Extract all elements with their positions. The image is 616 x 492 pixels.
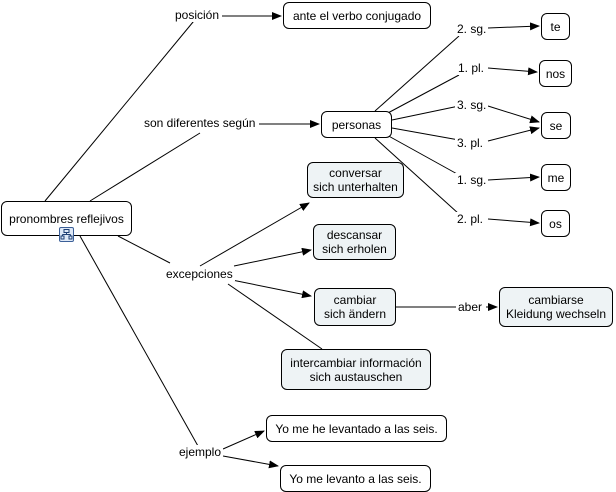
line-personas-3pl	[391, 127, 460, 141]
concept-ejemplo-2[interactable]: Yo me levanto a las seis.	[280, 465, 431, 492]
arrow-3pl-se	[487, 126, 540, 142]
link-aber[interactable]: aber	[456, 300, 485, 314]
link-3sg[interactable]: 3. sg.	[455, 98, 489, 112]
concept-map-resource-icon[interactable]	[59, 227, 74, 242]
concept-label: personas	[331, 117, 382, 132]
concept-label: Yo me levanto a las seis.	[289, 471, 422, 486]
concept-label-es: descansar	[326, 228, 383, 242]
concept-conversar[interactable]: conversar sich unterhalten	[307, 162, 404, 198]
arrow-1pl-nos	[487, 67, 538, 76]
concept-label-es: conversar	[329, 166, 382, 180]
link-1sg[interactable]: 1. sg.	[455, 173, 489, 187]
line-root-excepciones	[117, 235, 171, 264]
concept-cambiar[interactable]: cambiar sich ändern	[314, 288, 396, 326]
concept-me[interactable]: me	[541, 164, 571, 191]
link-2sg[interactable]: 2. sg.	[455, 22, 489, 36]
line-personas-2sg	[374, 35, 460, 112]
arrow-exc-descansar	[233, 247, 312, 267]
concept-label: Yo me he levantado a las seis.	[275, 421, 438, 436]
concept-label-de: Kleidung wechseln	[505, 307, 607, 321]
concept-label: me	[547, 170, 565, 185]
line-personas-3sg	[391, 105, 460, 121]
concept-label-de: sich unterhalten	[313, 180, 398, 194]
line-root-posicion	[44, 15, 199, 202]
concept-ejemplo-1[interactable]: Yo me he levantado a las seis.	[266, 415, 447, 442]
concept-label-de: sich erholen	[322, 242, 387, 256]
arrow-ejemplo-1	[222, 430, 265, 450]
line-personas-2pl	[374, 137, 460, 215]
line-personas-1pl	[385, 74, 460, 115]
concept-cambiarse[interactable]: cambiarse Kleidung wechseln	[499, 287, 613, 327]
link-1pl[interactable]: 1. pl.	[456, 61, 487, 75]
link-2pl[interactable]: 2. pl.	[455, 212, 486, 226]
arrow-exc-conversar	[199, 202, 310, 267]
concept-os[interactable]: os	[541, 210, 570, 237]
concept-label: os	[549, 216, 562, 231]
line-root-ejemplo	[79, 235, 199, 447]
concept-descansar[interactable]: descansar sich erholen	[313, 224, 396, 260]
link-ejemplo[interactable]: ejemplo	[177, 445, 224, 459]
link-son-diferentes[interactable]: son diferentes según	[142, 116, 258, 130]
arrow-2sg-te	[487, 22, 540, 31]
concept-label: pronombres reflejivos	[9, 211, 124, 226]
concept-pronombres-reflejivos[interactable]: pronombres reflejivos	[1, 201, 132, 236]
concept-label: nos	[545, 66, 566, 81]
concept-te[interactable]: te	[541, 13, 570, 40]
concept-label: se	[549, 118, 563, 133]
concept-label-es: cambiarse	[528, 293, 584, 307]
concept-nos[interactable]: nos	[539, 60, 572, 87]
concept-label-es: intercambiar información	[290, 355, 422, 370]
concept-personas[interactable]: personas	[321, 111, 392, 138]
concept-label-de: sich austauschen	[309, 369, 403, 384]
line-personas-1sg	[384, 133, 460, 176]
concept-label: ante el verbo conjugado	[292, 8, 422, 23]
concept-label-es: cambiar	[333, 293, 377, 307]
arrow-exc-cambiar	[231, 279, 312, 299]
concept-intercambiar[interactable]: intercambiar información sich austausche…	[281, 349, 431, 390]
line-exc-intercambiar	[227, 283, 323, 350]
concept-label-de: sich ändern	[323, 307, 387, 321]
arrow-2pl-os	[487, 218, 540, 227]
arrow-3sg-se	[487, 105, 540, 124]
arrow-ejemplo-2	[222, 455, 279, 469]
line-root-son	[89, 132, 201, 202]
concept-ante-el-verbo[interactable]: ante el verbo conjugado	[283, 2, 431, 29]
arrow-1sg-me	[487, 173, 540, 182]
concept-se[interactable]: se	[541, 112, 571, 139]
link-posicion[interactable]: posición	[173, 8, 222, 22]
link-excepciones[interactable]: excepciones	[164, 267, 235, 281]
link-3pl[interactable]: 3. pl.	[455, 136, 486, 150]
concept-label: te	[550, 19, 561, 34]
